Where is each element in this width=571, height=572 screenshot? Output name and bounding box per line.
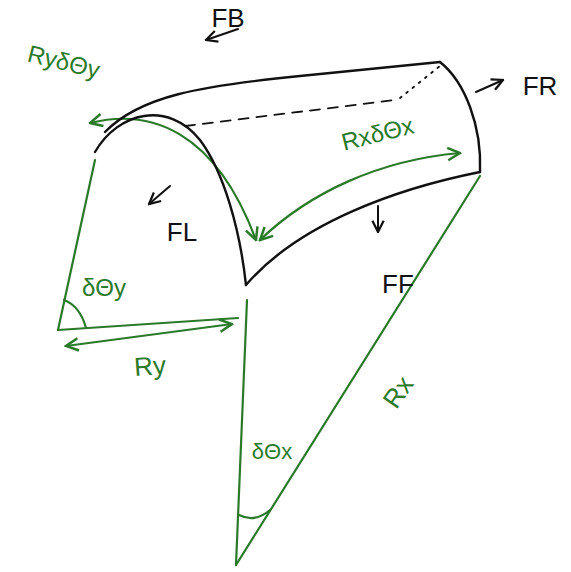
force-label: FR bbox=[521, 72, 560, 100]
radius-line bbox=[236, 176, 480, 565]
front-arch bbox=[95, 115, 246, 285]
arc-length-label: RxδΘx bbox=[337, 112, 418, 156]
back-arch bbox=[440, 62, 480, 172]
hidden-edge bbox=[185, 100, 395, 126]
force-arrow bbox=[377, 206, 379, 232]
radius-label: Ry bbox=[131, 351, 169, 381]
angle-label: δΘx bbox=[250, 440, 294, 464]
force-label: FF bbox=[380, 270, 416, 298]
force-arrow bbox=[149, 186, 170, 204]
arc-length-label: RyδΘy bbox=[23, 40, 104, 84]
radius-line bbox=[58, 160, 95, 330]
radius-label: Rx bbox=[376, 369, 419, 414]
force-label: FL bbox=[165, 218, 199, 246]
angle-arc bbox=[64, 300, 86, 328]
radius-line bbox=[236, 300, 247, 565]
force-label: FB bbox=[209, 4, 246, 32]
angle-arc bbox=[239, 510, 270, 518]
hidden-edge bbox=[400, 66, 440, 98]
arc-length-arrow bbox=[260, 153, 460, 240]
force-arrow bbox=[476, 80, 503, 92]
bottom-edge bbox=[246, 172, 480, 285]
angle-label: δΘy bbox=[80, 275, 128, 301]
dimension-arrow bbox=[66, 324, 232, 346]
